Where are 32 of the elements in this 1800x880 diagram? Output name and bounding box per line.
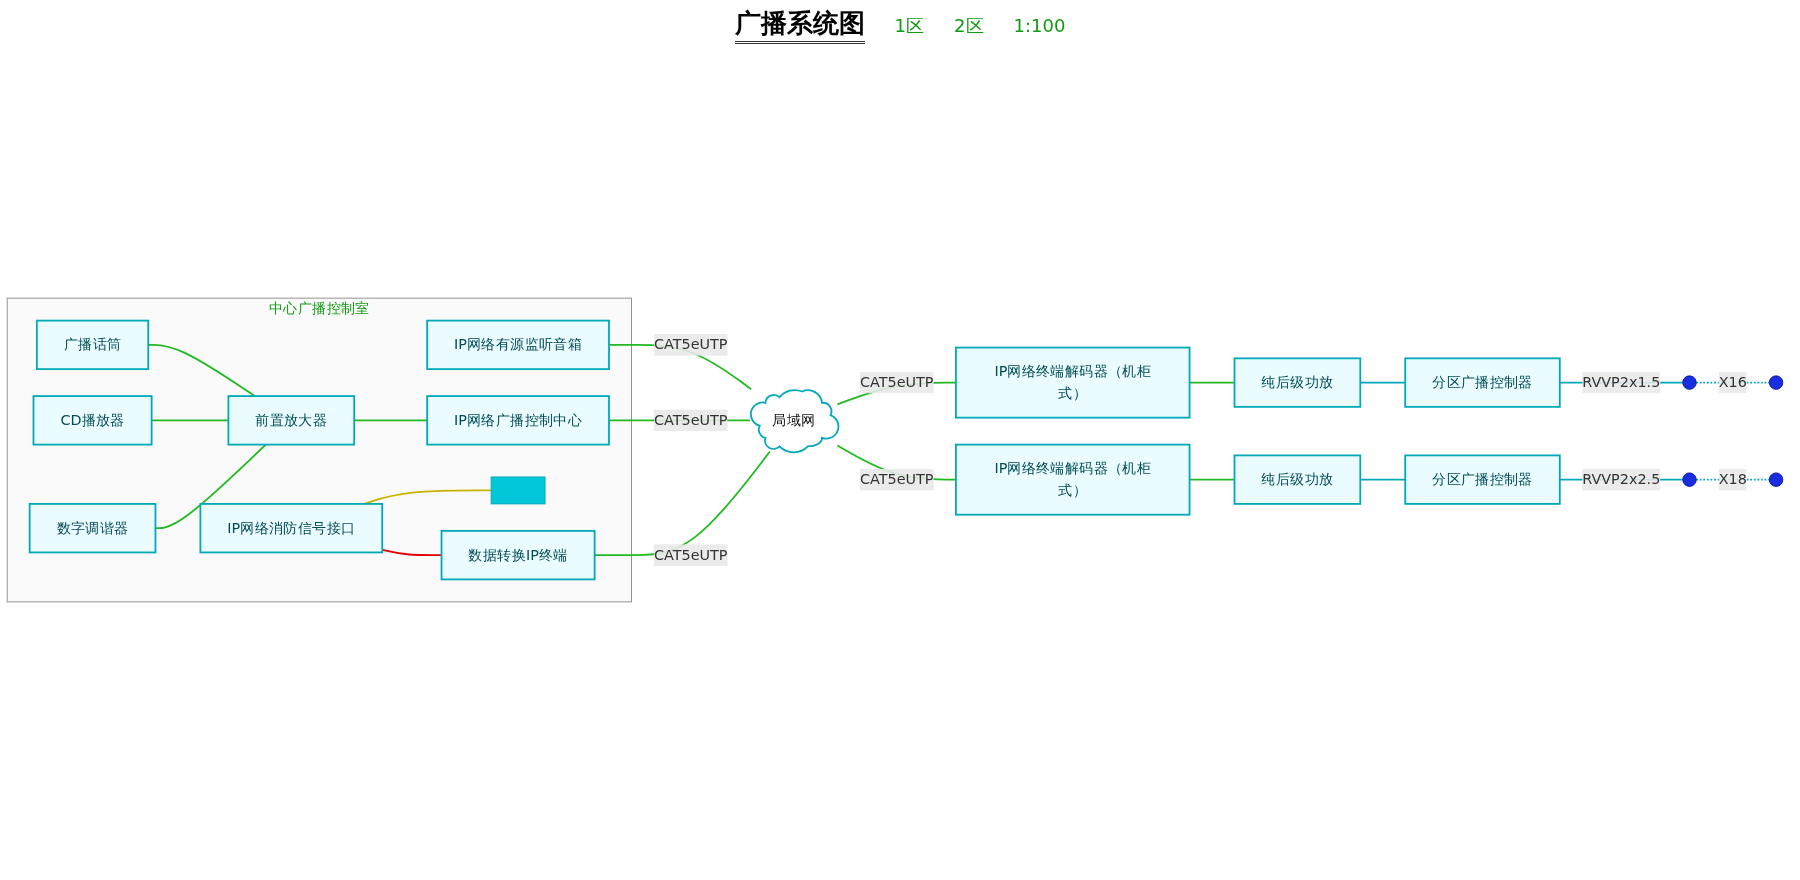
node-box: 广播话筒 (35, 319, 150, 371)
edge-label: CAT5eUTP (859, 373, 934, 391)
edge-label: CAT5eUTP (653, 546, 728, 564)
edge-label: RVVP2x1.5 (1582, 373, 1661, 391)
diagram-title: 广播系统图 (734, 6, 865, 44)
node-box: 分区广播控制器 (1404, 454, 1561, 505)
edge-label: CAT5eUTP (859, 470, 934, 488)
node-circle (1682, 375, 1697, 390)
node-box: IP网络终端解码器（机柜式） (955, 346, 1191, 419)
note-label: 1:100 (1013, 15, 1066, 36)
edge-label: X16 (1718, 373, 1747, 391)
node-box: 前置放大器 (227, 395, 356, 446)
note-label: 1区 (894, 14, 925, 38)
node-box: IP网络广播控制中心 (426, 395, 610, 446)
node-circle (1768, 375, 1784, 390)
node-box: IP网络有源监听音箱 (426, 319, 610, 371)
node-box: CD播放器 (32, 395, 153, 446)
node-box: 纯后级功放 (1233, 357, 1362, 408)
edge-label: RVVP2x2.5 (1582, 470, 1661, 488)
edge-label: X18 (1718, 470, 1747, 488)
node-box: 分区广播控制器 (1404, 357, 1561, 408)
node-box: IP网络消防信号接口 (199, 503, 384, 554)
edge-label: CAT5eUTP (653, 335, 728, 353)
node-box: IP网络终端解码器（机柜式） (955, 443, 1191, 516)
node-circle (1682, 472, 1697, 487)
note-label: 2区 (954, 14, 984, 38)
node-box: 数据转换IP终端 (440, 529, 596, 581)
node-bar (490, 476, 546, 505)
node-circle (1768, 472, 1784, 487)
edge-label: CAT5eUTP (653, 411, 728, 429)
node-box: 数字调谐器 (28, 503, 157, 554)
node-box: 纯后级功放 (1233, 454, 1362, 505)
